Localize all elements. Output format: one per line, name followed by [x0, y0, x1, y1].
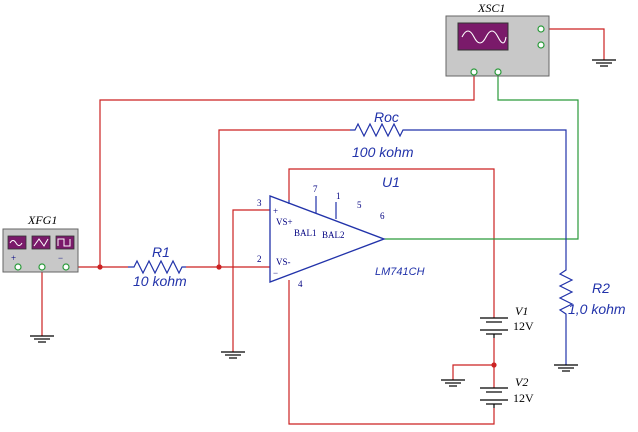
wires-blue: [410, 129, 567, 365]
scope-trigger-terminal[interactable]: [537, 41, 545, 49]
ground-supply: [441, 379, 465, 387]
v2-value-label: 12V: [513, 391, 534, 405]
scope-channel-b-terminal[interactable]: [494, 68, 502, 76]
pin-7-label: 7: [313, 184, 318, 194]
resistor-r1[interactable]: [128, 259, 186, 275]
sine-wave-icon: [7, 235, 27, 250]
resistor-roc[interactable]: [350, 122, 410, 138]
scope-channel-a-terminal[interactable]: [470, 68, 478, 76]
junction-dot: [216, 264, 222, 270]
junction-dot: [491, 362, 497, 368]
labels: XFG1 + − XSC1 R1 10 kohm Roc 100 kohm R2…: [11, 1, 626, 405]
v1-value-label: 12V: [513, 319, 534, 333]
junctions: [97, 264, 497, 368]
opamp-bal1-label: BAL1: [294, 228, 317, 238]
wires-red: [41, 28, 605, 425]
r2-value-label: 1,0 kohm: [568, 301, 626, 317]
scope-ground-terminal[interactable]: [537, 25, 545, 33]
opamp-bal2-label: BAL2: [322, 230, 345, 240]
fg-plus-label: +: [11, 253, 16, 263]
oscilloscope-xsc1[interactable]: [445, 15, 550, 77]
r2-name-label: R2: [592, 280, 610, 296]
pin-2-label: 2: [257, 254, 262, 264]
resistor-r2[interactable]: [558, 264, 574, 320]
v1-name-label: V1: [515, 304, 528, 318]
pin-3-label: 3: [257, 198, 262, 208]
fg-name-label: XFG1: [27, 213, 57, 227]
ground-r2: [554, 364, 578, 372]
scope-screen: [457, 22, 509, 51]
opamp-u1[interactable]: [269, 195, 386, 283]
r1-value-label: 10 kohm: [133, 273, 187, 289]
ground-scope: [592, 59, 616, 67]
pin-5-label: 5: [357, 200, 362, 210]
opamp-vsminus-label: VS-: [276, 257, 291, 267]
pin-6-label: 6: [380, 211, 385, 221]
roc-value-label: 100 kohm: [352, 144, 414, 160]
fg-plus-terminal[interactable]: [14, 263, 22, 271]
v2-name-label: V2: [515, 375, 528, 389]
ground-fg: [30, 335, 54, 343]
square-wave-icon: [55, 235, 75, 250]
junction-dot: [97, 264, 103, 270]
pin-1-label: 1: [336, 191, 341, 201]
scope-name-label: XSC1: [477, 1, 505, 15]
opamp-vsplus-label: VS+: [276, 217, 293, 227]
sine-wave-icon: [461, 30, 507, 44]
opamp-model-label: LM741CH: [375, 266, 425, 278]
fg-minus-terminal[interactable]: [62, 263, 70, 271]
battery-v1[interactable]: [480, 317, 508, 338]
roc-name-label: Roc: [374, 109, 399, 125]
function-generator-xfg1[interactable]: [2, 228, 79, 273]
ground-noninverting: [221, 351, 245, 359]
wires-green: [384, 76, 579, 240]
opamp-minus-sign: −: [273, 268, 278, 278]
pin-4-label: 4: [298, 279, 303, 289]
opamp-triangle: [269, 195, 386, 283]
fg-common-terminal[interactable]: [38, 263, 46, 271]
r1-name-label: R1: [152, 244, 170, 260]
opamp-name-label: U1: [382, 174, 400, 190]
battery-v2[interactable]: [480, 387, 508, 408]
fg-minus-label: −: [58, 253, 63, 263]
opamp-plus-sign: +: [273, 206, 278, 216]
